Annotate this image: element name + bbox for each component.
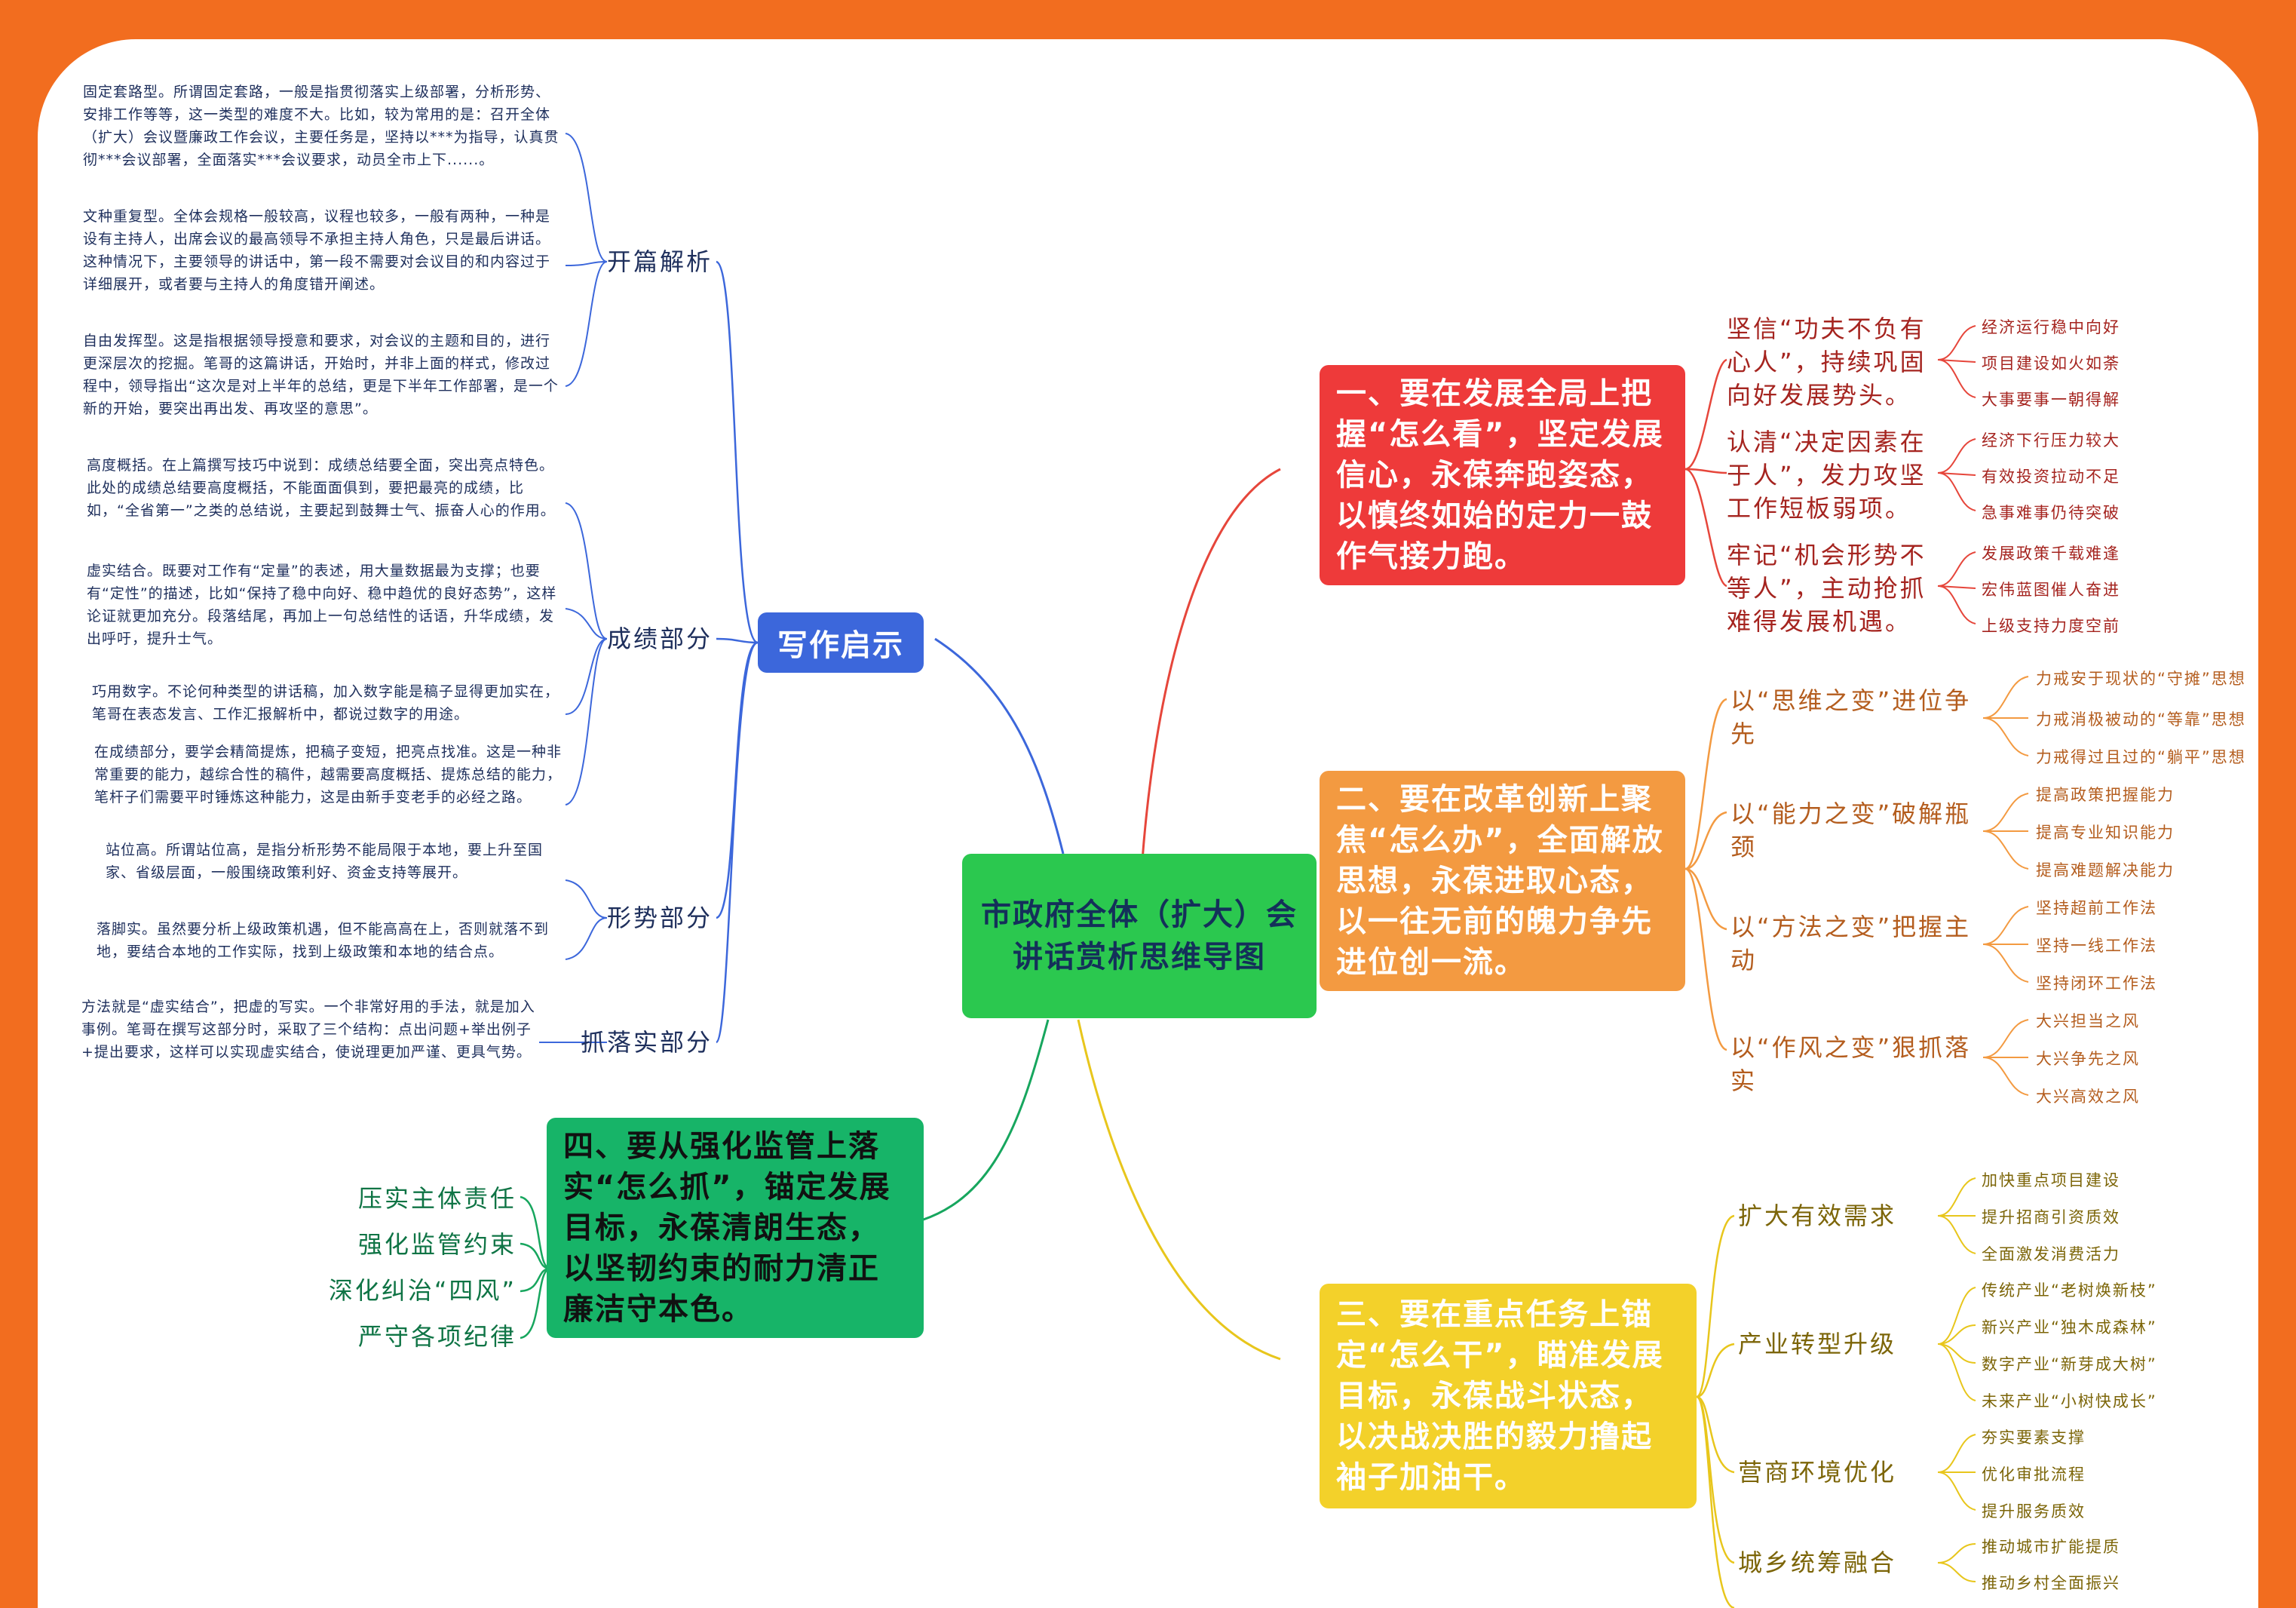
- branch-3-leaf[interactable]: 推动乡村全面振兴: [1982, 1574, 2120, 1592]
- branch-4-sub-4[interactable]: 严守各项纪律: [357, 1322, 517, 1351]
- branch-3-sub-2[interactable]: 产业转型升级: [1738, 1330, 1897, 1358]
- branch-1-leaf[interactable]: 上级支持力度空前: [1982, 617, 2120, 635]
- branch-2-sub-2[interactable]: 以“能力之变”破解瓶颈: [1730, 799, 1972, 861]
- branch-1-leaf[interactable]: 项目建设如火如荼: [1982, 354, 2120, 373]
- branch-2-sub-1[interactable]: 以“思维之变”进位争先: [1730, 686, 1972, 748]
- branch-3-sub-1[interactable]: 扩大有效需求: [1738, 1201, 1897, 1230]
- writing-section-opening[interactable]: 开篇解析: [607, 247, 713, 276]
- branch-2-leaf[interactable]: 大兴担当之风: [2036, 1012, 2140, 1030]
- branch-1-leaf[interactable]: 大事要事一朝得解: [1982, 391, 2120, 409]
- branch-3-leaf[interactable]: 推动城市扩能提质: [1982, 1538, 2120, 1556]
- branch-2-leaf[interactable]: 大兴争先之风: [2036, 1050, 2140, 1068]
- writing-note: 在成绩部分，要学会精简提炼，把稿子变短，把亮点找准。这是一种非常重要的能力，越综…: [94, 744, 563, 806]
- branch-3-leaf[interactable]: 未来产业“小树快成长”: [1982, 1392, 2157, 1410]
- branch-2-leaf[interactable]: 力戒消极被动的“等靠”思想: [2036, 710, 2246, 729]
- branch-3-leaf[interactable]: 夯实要素支撑: [1982, 1428, 2086, 1447]
- branch-1-node[interactable]: 一、要在发展全局上把握“怎么看”，坚定发展信心，永葆奔跑姿态，以慎终如始的定力一…: [1320, 365, 1685, 585]
- branch-2-leaf[interactable]: 力戒得过且过的“躺平”思想: [2036, 748, 2246, 766]
- branch-1-sub-1[interactable]: 坚信“功夫不负有心人”，持续巩固向好发展势头。: [1727, 315, 1927, 410]
- branch-1-leaf[interactable]: 有效投资拉动不足: [1982, 468, 2120, 486]
- branch-3-leaf[interactable]: 传统产业“老树焕新枝”: [1982, 1281, 2157, 1300]
- branch-4-sub-1[interactable]: 压实主体责任: [357, 1184, 517, 1213]
- branch-2-leaf[interactable]: 力戒安于现状的“守摊”思想: [2036, 670, 2246, 688]
- branch-1-sub-2[interactable]: 认清“决定因素在于人”，发力攻坚工作短板弱项。: [1727, 428, 1927, 523]
- writing-section-implementation[interactable]: 抓落实部分: [581, 1028, 713, 1057]
- branch-2-leaf[interactable]: 提高难题解决能力: [2036, 861, 2175, 879]
- branch-3-leaf[interactable]: 数字产业“新芽成大树”: [1982, 1355, 2157, 1373]
- branch-3-leaf[interactable]: 优化审批流程: [1982, 1465, 2086, 1484]
- branch-2-node[interactable]: 二、要在改革创新上聚焦“怎么办”，全面解放思想，永葆进取心态，以一往无前的魄力争…: [1320, 771, 1685, 991]
- branch-3-leaf[interactable]: 加快重点项目建设: [1982, 1171, 2120, 1189]
- branch-2-leaf[interactable]: 坚持闭环工作法: [2036, 974, 2157, 993]
- branch-4-node[interactable]: 四、要从强化监管上落实“怎么抓”，锚定发展目标，永葆清朗生态，以坚韧约束的耐力清…: [547, 1118, 924, 1338]
- branch-2-leaf[interactable]: 坚持一线工作法: [2036, 937, 2157, 955]
- branch-1-leaf[interactable]: 经济下行压力较大: [1982, 431, 2120, 450]
- writing-note: 落脚实。虽然要分析上级政策机遇，但不能高高在上，否则就落不到地，要结合本地的工作…: [97, 921, 550, 960]
- writing-section-achievements[interactable]: 成绩部分: [607, 624, 713, 653]
- branch-1-leaf[interactable]: 急事难事仍待突破: [1982, 504, 2120, 522]
- branch-1-leaf[interactable]: 经济运行稳中向好: [1982, 318, 2120, 336]
- writing-note: 方法就是“虚实结合”，把虚的写实。一个非常好用的手法，就是加入事例。笔哥在撰写这…: [81, 999, 535, 1060]
- branch-3-leaf[interactable]: 全面激发消费活力: [1982, 1245, 2120, 1263]
- branch-2-leaf[interactable]: 大兴高效之风: [2036, 1088, 2140, 1106]
- writing-note: 虚实结合。既要对工作有“定量”的表述，用大量数据最为支撑；也要有“定性”的描述，…: [87, 563, 557, 647]
- branch-4-sub-3[interactable]: 深化纠治“四风”: [328, 1276, 517, 1305]
- branch-1-leaf[interactable]: 发展政策千载难逢: [1982, 545, 2120, 563]
- center-topic[interactable]: 市政府全体（扩大）会讲话赏析思维导图: [962, 854, 1317, 1018]
- branch-3-node[interactable]: 三、要在重点任务上锚定“怎么干”，瞄准发展目标，永葆战斗状态，以决战决胜的毅力撸…: [1320, 1284, 1697, 1508]
- writing-section-situation[interactable]: 形势部分: [607, 904, 713, 932]
- branch-3-sub-3[interactable]: 营商环境优化: [1738, 1458, 1897, 1487]
- writing-note: 文种重复型。全体会规格一般较高，议程也较多，一般有两种，一种是设有主持人，出席会…: [83, 208, 551, 293]
- writing-note: 自由发挥型。这是指根据领导授意和要求，对会议的主题和目的，进行更深层次的挖掘。笔…: [83, 333, 559, 417]
- branch-2-sub-3[interactable]: 以“方法之变”把握主动: [1730, 913, 1972, 974]
- writing-note: 高度概括。在上篇撰写技巧中说到：成绩总结要全面，突出亮点特色。此处的成绩总结要高…: [87, 457, 556, 519]
- branch-2-sub-4[interactable]: 以“作风之变”狠抓落实: [1730, 1033, 1972, 1095]
- branch-4-sub-2[interactable]: 强化监管约束: [357, 1230, 517, 1259]
- branch-2-leaf[interactable]: 提高专业知识能力: [2036, 824, 2175, 842]
- mindmap-canvas: 市政府全体（扩大）会讲话赏析思维导图 一、要在发展全局上把握“怎么看”，坚定发展…: [38, 39, 2258, 1608]
- branch-3-sub-4[interactable]: 城乡统筹融合: [1738, 1548, 1897, 1577]
- writing-note: 固定套路型。所谓固定套路，一般是指贯彻落实上级部署，分析形势、安排工作等等，这一…: [83, 84, 559, 168]
- branch-1-sub-3[interactable]: 牢记“机会形势不等人”，主动抢抓难得发展机遇。: [1727, 541, 1927, 636]
- branch-2-leaf[interactable]: 提高政策把握能力: [2036, 786, 2175, 804]
- writing-note: 站位高。所谓站位高，是指分析形势不能局限于本地，要上升至国家、省级层面，一般围绕…: [106, 842, 544, 881]
- branch-2-leaf[interactable]: 坚持超前工作法: [2036, 899, 2157, 917]
- branch-3-leaf[interactable]: 提升服务质效: [1982, 1502, 2086, 1521]
- branch-3-leaf[interactable]: 提升招商引资质效: [1982, 1208, 2120, 1226]
- writing-note: 巧用数字。不论何种类型的讲话稿，加入数字能是稿子显得更加实在，笔哥在表态发言、工…: [92, 683, 560, 723]
- branch-1-leaf[interactable]: 宏伟蓝图催人奋进: [1982, 581, 2120, 599]
- branch-3-leaf[interactable]: 新兴产业“独木成森林”: [1982, 1318, 2157, 1336]
- writing-node[interactable]: 写作启示: [758, 612, 924, 673]
